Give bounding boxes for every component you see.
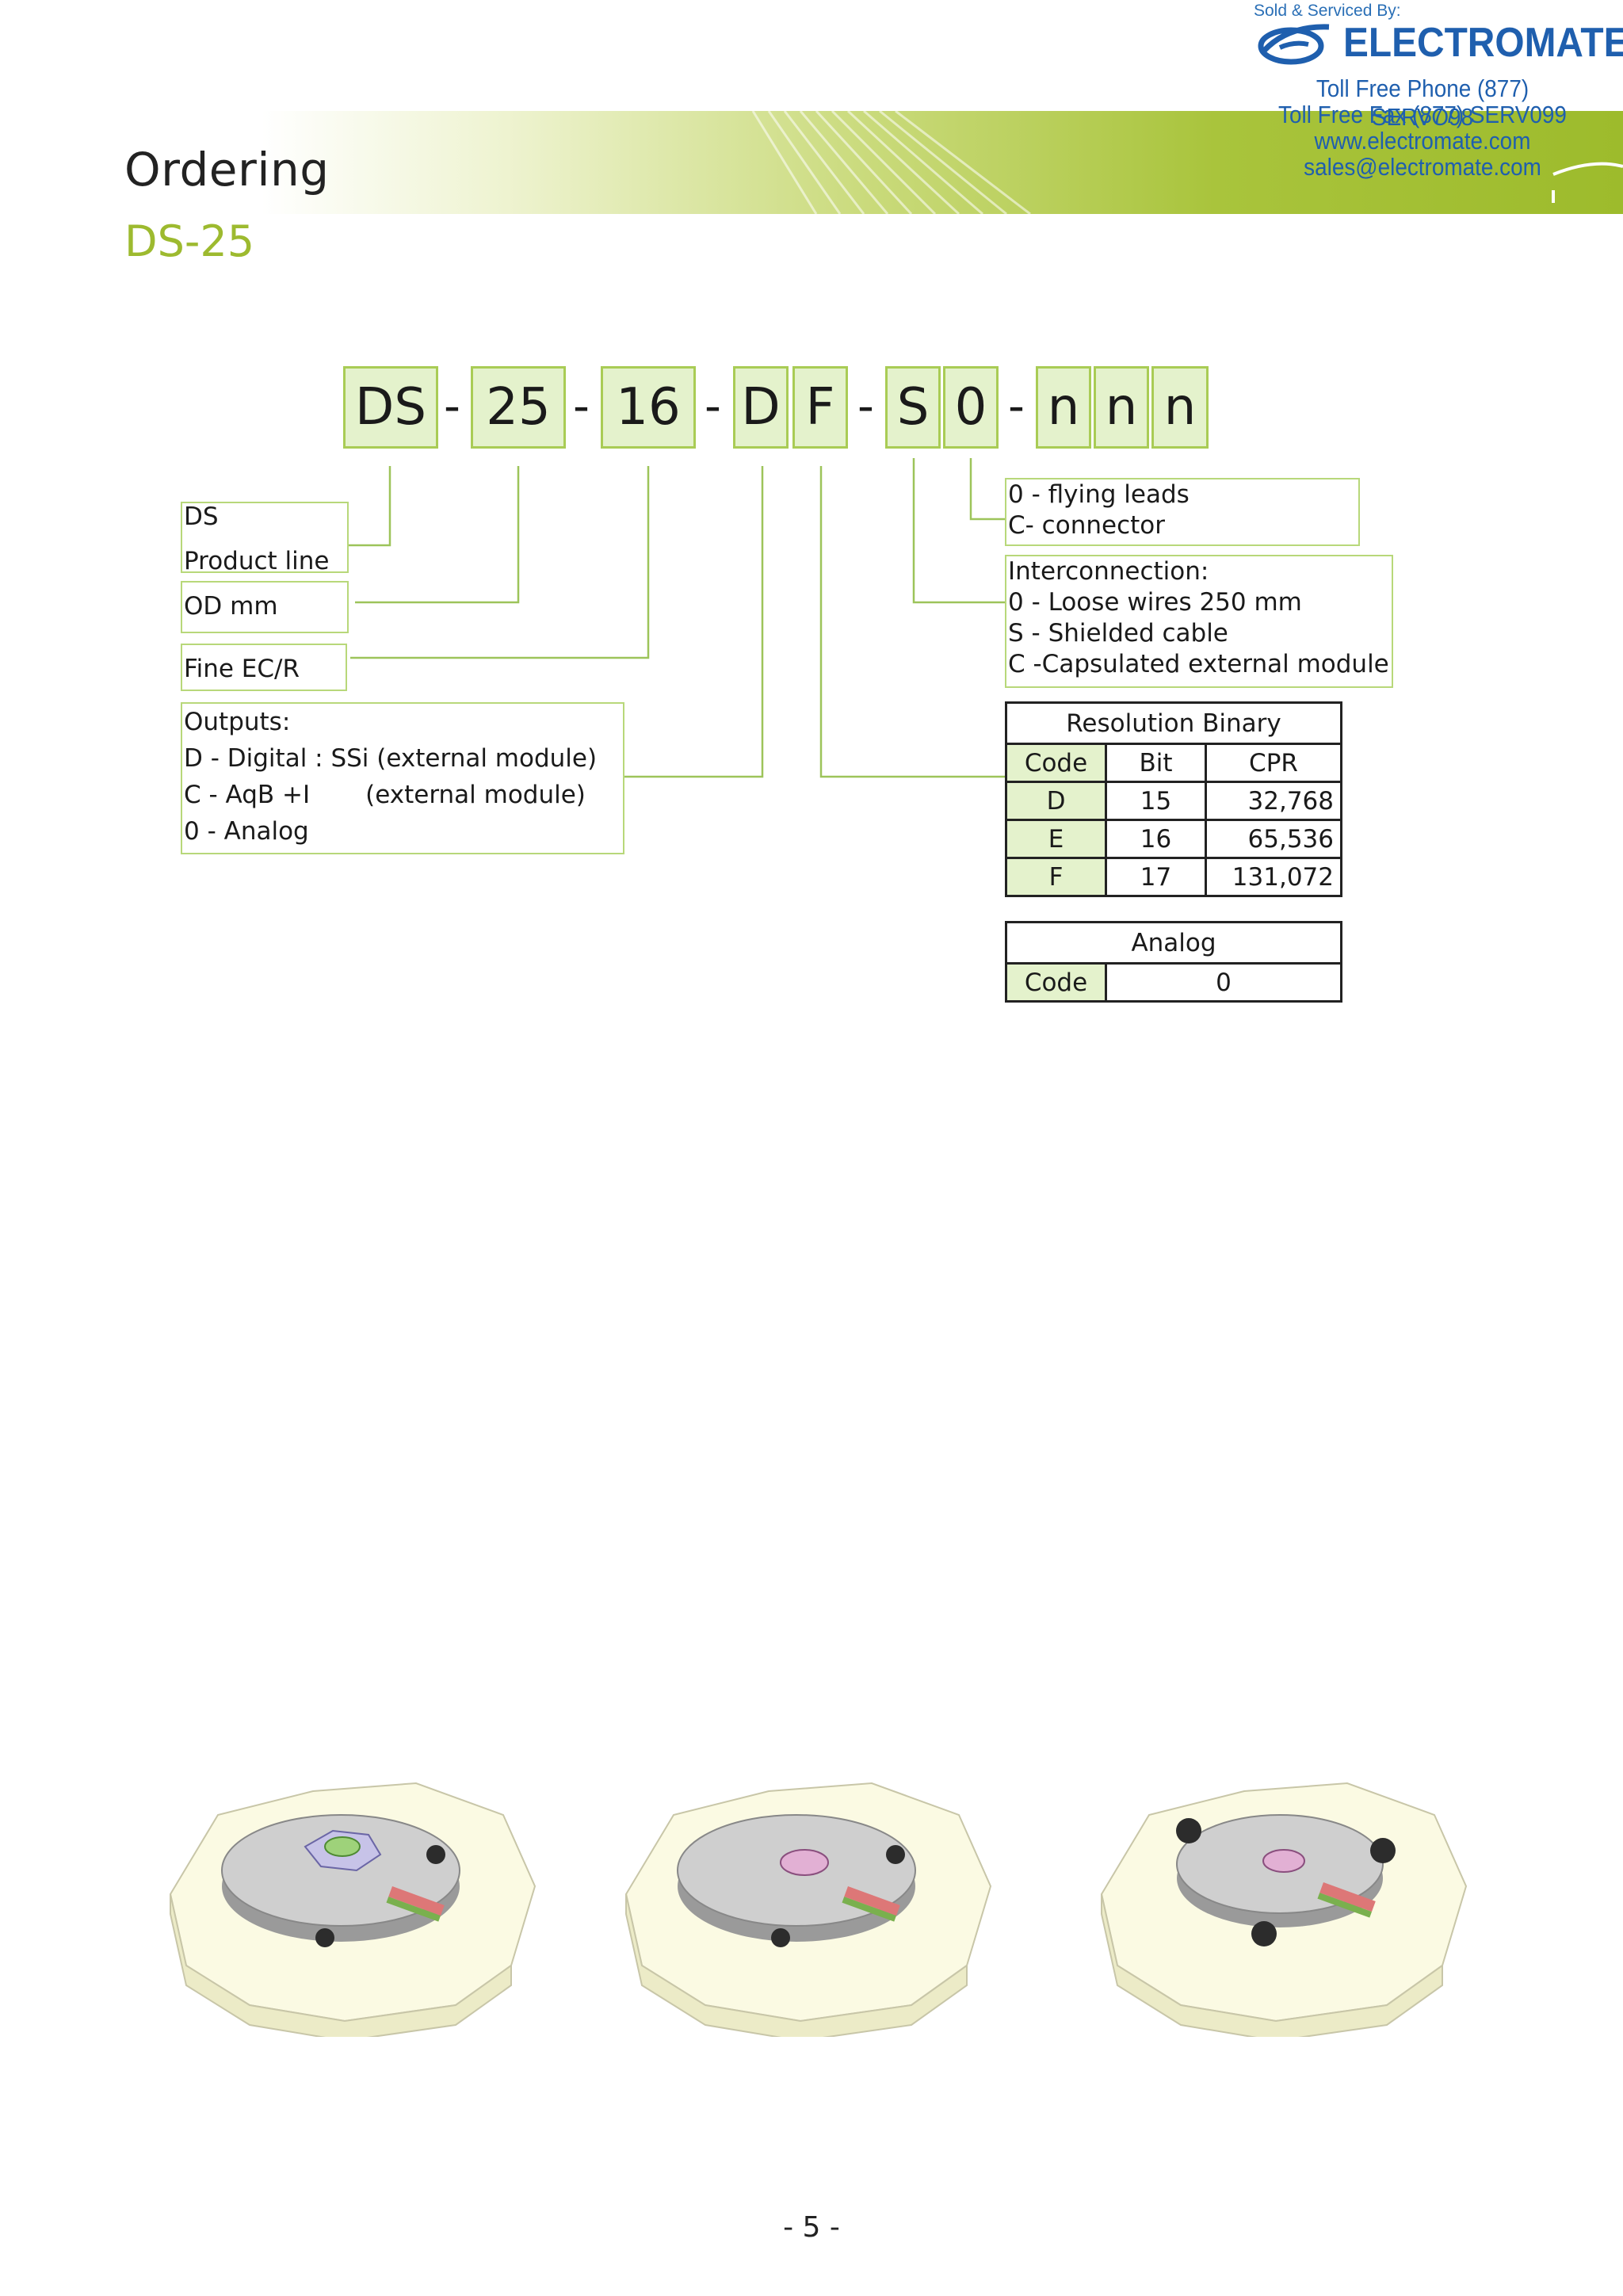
- leads-flying: 0 - flying leads: [1008, 480, 1190, 509]
- table-row: D 15 32,768: [1005, 781, 1342, 821]
- code-segment-product: DS: [343, 366, 438, 449]
- label-od-mm: OD mm: [181, 581, 349, 633]
- table-row: E 16 65,536: [1005, 819, 1342, 859]
- outputs-title: Outputs:: [184, 708, 291, 736]
- leads-connector: C- connector: [1008, 511, 1165, 540]
- analog-table-title: Analog: [1005, 921, 1342, 965]
- code-segment-interconnection: S: [885, 366, 941, 449]
- code-segment-output: D: [733, 366, 789, 449]
- contact-phone: Toll Free Phone (877) SERVO98: [1316, 74, 1529, 131]
- output-aqb: C - AqB +I (external module): [184, 777, 623, 813]
- code-segment-resolution: F: [792, 366, 848, 449]
- analog-header-code: Code: [1005, 962, 1107, 1003]
- contact-website[interactable]: www.electromate.com: [1314, 127, 1531, 155]
- output-analog: 0 - Analog: [184, 813, 623, 850]
- label-od-text: OD mm: [184, 592, 278, 621]
- resolution-header-bit: Bit: [1105, 743, 1207, 783]
- code-separator: -: [1008, 379, 1025, 433]
- analog-table: Analog Code 0: [1005, 921, 1342, 1003]
- interconnection-shielded: S - Shielded cable: [1008, 619, 1228, 648]
- code-segment-leads: 0: [943, 366, 999, 449]
- code-separator: -: [705, 379, 721, 433]
- sold-by-text: Sold & Serviced By:: [1254, 2, 1401, 20]
- resolution-table: Resolution Binary Code Bit CPR D 15 32,7…: [1005, 701, 1342, 897]
- label-product-text: Product line: [184, 547, 330, 575]
- resolution-bit: 15: [1105, 781, 1207, 821]
- label-interconnection: Interconnection: 0 - Loose wires 250 mm …: [1005, 555, 1393, 688]
- output-digital-code: D - Digital : SSi: [184, 744, 369, 773]
- resolution-bit: 16: [1105, 819, 1207, 859]
- resolution-header-code: Code: [1005, 743, 1107, 783]
- interconnection-capsulated: C -Capsulated external module: [1008, 650, 1389, 678]
- table-row: F 17 131,072: [1005, 857, 1342, 897]
- contact-fax: Toll Free Fax (877) SERV099: [1278, 101, 1567, 128]
- resolution-cpr: 65,536: [1205, 819, 1342, 859]
- encoder-image-3: [1100, 1782, 1468, 2037]
- resolution-code: D: [1005, 781, 1107, 821]
- brand-logo: ELECTROMATE: [1256, 17, 1623, 70]
- code-segment-custom-1: n: [1036, 366, 1091, 449]
- resolution-code: E: [1005, 819, 1107, 859]
- analog-value: 0: [1105, 962, 1342, 1003]
- resolution-table-title: Resolution Binary: [1005, 701, 1342, 745]
- output-aqb-note: (external module): [365, 781, 586, 809]
- resolution-cpr: 131,072: [1205, 857, 1342, 897]
- label-outputs: Outputs: D - Digital : SSi (external mod…: [181, 702, 624, 854]
- banner-decoration: [751, 111, 1623, 214]
- output-digital-note: (external module): [376, 744, 598, 773]
- page-number: - 5 -: [783, 2211, 840, 2244]
- label-product-line: DS Product line: [181, 502, 349, 575]
- resolution-cpr: 32,768: [1205, 781, 1342, 821]
- encoder-image-2: [624, 1782, 992, 2037]
- contact-email[interactable]: sales@electromate.com: [1304, 153, 1541, 181]
- output-digital: D - Digital : SSi (external module): [184, 740, 623, 777]
- model-title: DS-25: [124, 216, 255, 266]
- brand-swoosh-icon: [1258, 24, 1330, 65]
- resolution-code: F: [1005, 857, 1107, 897]
- code-segment-fine: 16: [601, 366, 696, 449]
- encoder-image-1: [169, 1782, 537, 2037]
- code-segment-custom-2: n: [1094, 366, 1149, 449]
- code-separator: -: [857, 379, 874, 433]
- output-aqb-code: C - AqB +I: [184, 781, 311, 809]
- output-analog-code: 0 - Analog: [184, 817, 309, 846]
- interconnection-title: Interconnection:: [1008, 557, 1209, 586]
- page-title: Ordering: [124, 143, 330, 197]
- resolution-header-cpr: CPR: [1205, 743, 1342, 783]
- label-fine-ecr: Fine EC/R: [181, 644, 347, 691]
- label-fine-text: Fine EC/R: [184, 655, 300, 683]
- header-banner: [262, 111, 1623, 214]
- code-segment-od: 25: [471, 366, 566, 449]
- brand-name: ELECTROMATE: [1343, 20, 1623, 66]
- code-separator: -: [573, 379, 590, 433]
- label-leads: 0 - flying leads C- connector: [1005, 478, 1360, 546]
- label-product-code: DS: [184, 502, 219, 531]
- code-separator: -: [444, 379, 460, 433]
- resolution-bit: 17: [1105, 857, 1207, 897]
- interconnection-loose: 0 - Loose wires 250 mm: [1008, 588, 1302, 617]
- code-segment-custom-3: n: [1151, 366, 1209, 449]
